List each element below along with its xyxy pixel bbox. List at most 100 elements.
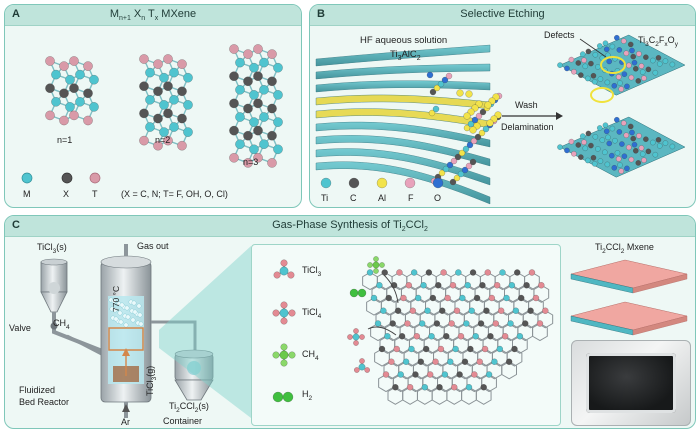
lattice-atom <box>410 269 418 276</box>
flake-atom <box>624 83 630 90</box>
lattice-atom <box>532 294 540 302</box>
reactant-atom <box>373 268 379 274</box>
atom-t <box>253 152 263 163</box>
atom-m <box>273 144 283 155</box>
atom-t <box>243 158 253 168</box>
etched-atom <box>469 158 477 166</box>
bed-particle <box>130 317 136 323</box>
lattice-atom <box>463 320 470 327</box>
species-ch4: CH4 <box>302 349 319 362</box>
reactant-molecule <box>372 261 380 269</box>
defects-pointer <box>579 38 607 58</box>
atom-m <box>75 69 85 80</box>
atom-t <box>153 59 163 69</box>
atom-m <box>259 84 269 95</box>
ti3alc2-layer <box>315 161 491 205</box>
etched-atom <box>428 109 436 117</box>
al-atom <box>484 101 492 109</box>
atom-x <box>243 76 253 87</box>
panel-c-title: Gas-Phase Synthesis of Ti2CCl2 <box>272 219 428 234</box>
m-atom-icon <box>21 172 33 184</box>
flake-atom <box>602 40 609 47</box>
reactant-atom <box>353 328 359 334</box>
n1-label: n=1 <box>57 135 73 145</box>
legend-al: Al <box>378 193 387 203</box>
lattice-atom <box>389 320 396 327</box>
flake-atom <box>631 141 638 148</box>
bed-particle <box>119 302 125 308</box>
lattice-atom <box>402 358 410 365</box>
lattice-atom <box>421 384 429 391</box>
flake-atom <box>639 151 646 157</box>
lattice-atom <box>422 345 430 353</box>
valve-label: Valve <box>9 323 31 333</box>
lattice-atom <box>392 384 399 391</box>
atom-t <box>59 115 69 126</box>
atom-t <box>229 152 239 163</box>
defects-label: Defects <box>544 30 575 40</box>
reaction-inset: TiCl3 TiCl4 CH4 H2 <box>251 244 561 426</box>
atom-m <box>183 100 193 110</box>
flake-atom <box>649 139 656 146</box>
flake-atom <box>623 132 630 139</box>
reaction-arrow <box>367 326 397 336</box>
panel-b-title: Selective Etching <box>460 8 545 20</box>
flake-atom <box>568 138 575 145</box>
flake-atom <box>557 144 563 150</box>
flake-atom <box>624 165 630 172</box>
flake-atom <box>585 48 592 55</box>
flake-atom <box>604 79 611 86</box>
atom-m <box>183 127 193 137</box>
atom-t <box>177 59 187 69</box>
reactant-atom <box>364 367 371 373</box>
flake-atom <box>635 160 642 166</box>
lattice-atom <box>456 371 463 378</box>
flake-atom <box>645 148 652 155</box>
flake-atom <box>581 57 587 64</box>
atom-m <box>159 72 169 83</box>
ch4-label: CH4 <box>53 318 70 331</box>
ti3alc2-label: Ti3AlC2 <box>390 49 421 62</box>
flake-atom <box>636 133 642 139</box>
flake-atom <box>632 65 639 72</box>
mxene-label: Ti2CCl2 Mxene <box>595 242 654 255</box>
atom-m <box>273 62 283 73</box>
lattice-atom <box>380 307 387 314</box>
atom-x <box>139 81 149 92</box>
atom-m <box>169 94 179 105</box>
molecule-atom <box>288 351 296 359</box>
product-label: Ti3C2FxOy <box>638 35 678 48</box>
atom-x <box>229 98 239 109</box>
bed-particle <box>132 309 138 315</box>
atom-t <box>163 135 173 146</box>
lattice-hexagon <box>481 373 497 393</box>
atom-t <box>59 61 69 71</box>
flake-atom <box>588 142 594 149</box>
flake-atom <box>621 153 628 160</box>
flake-atom <box>615 74 622 80</box>
hopper-powder <box>48 282 60 294</box>
flake-atom <box>596 43 603 49</box>
panel-b-header: B Selective Etching <box>310 5 695 26</box>
mxene-slabs <box>570 259 688 336</box>
atom-m <box>145 94 155 105</box>
etched-atom <box>457 170 465 178</box>
ticl4-molecule-icon <box>279 308 289 318</box>
flake-atom <box>636 51 642 57</box>
atom-x <box>153 86 163 97</box>
flake-atom <box>620 120 627 126</box>
ti3alc2-layer <box>315 94 491 110</box>
reactant-atom <box>347 334 353 340</box>
etched-atom <box>471 116 479 124</box>
lattice-atom <box>437 345 445 353</box>
lattice-atom <box>378 345 386 353</box>
flake-atom <box>616 47 623 53</box>
bed-particle <box>113 316 119 322</box>
reactant-atom <box>373 256 379 262</box>
etched-atom <box>462 145 470 153</box>
lattice-atom <box>425 269 433 276</box>
molecule-atom <box>280 343 288 351</box>
flake-atom <box>662 140 669 146</box>
atom-m <box>235 112 245 122</box>
h2-product-atom <box>357 288 367 298</box>
